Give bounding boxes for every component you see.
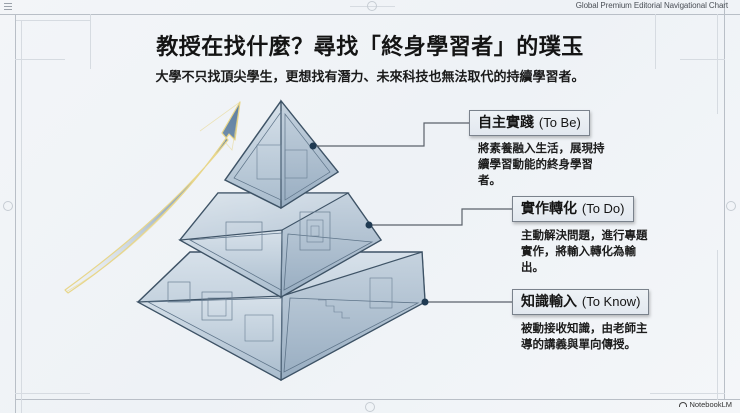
connector-middle: [369, 208, 512, 226]
level-middle-title-en: (To Do): [581, 201, 625, 216]
vertical-tick-right: [655, 14, 656, 69]
page-subtitle: 大學不只找頂尖學生，更想找有潛力、未來科技也無法取代的持續學習者。: [155, 70, 585, 85]
left-inner-guide: [21, 20, 22, 413]
page-title: 教授在找什麼？尋找「終身學習者」的璞玉: [156, 35, 584, 60]
connector-dot-bottom: [421, 298, 429, 306]
level-bottom-title-zh: 知識輸入: [521, 294, 577, 310]
level-bottom-title-en: (To Know): [581, 294, 641, 309]
connector-dot-top: [309, 142, 317, 150]
connector-top: [313, 122, 469, 147]
left-mid-crosshair: [3, 201, 13, 211]
level-top-label: 自主實踐 (To Be): [469, 110, 590, 136]
right-inner-guide-lower: [717, 250, 718, 400]
top-frame-line: [0, 14, 740, 15]
horizontal-guide-left: [15, 59, 65, 60]
pyramid-tier-top: [223, 99, 340, 210]
hamburger-menu-icon[interactable]: [4, 3, 12, 11]
pyramid-tier-bottom: [135, 251, 426, 382]
top-inner-guide: [16, 20, 91, 21]
level-middle-title-zh: 實作轉化: [521, 201, 577, 217]
upward-growth-arrow-icon: [64, 101, 241, 294]
vertical-tick-left: [90, 14, 91, 69]
bottom-inner-guide-left: [15, 393, 90, 394]
level-top-title-zh: 自主實踐: [478, 115, 534, 131]
brand-label: NotebookLM: [689, 400, 732, 409]
bottom-center-crosshair: [365, 402, 375, 412]
pyramid-tier-middle: [178, 192, 383, 299]
bottom-inner-guide-right: [650, 393, 725, 394]
brand-watermark: NotebookLM: [679, 400, 732, 409]
header-caption: Global Premium Editorial Navigational Ch…: [575, 1, 728, 10]
level-middle-description: 主動解決問題，進行專題實作，將輸入轉化為輸出。: [521, 228, 648, 274]
level-bottom-label: 知識輸入 (To Know): [512, 289, 650, 315]
level-top-title-en: (To Be): [538, 115, 581, 130]
right-frame-line: [724, 0, 725, 400]
left-frame-line: [15, 14, 16, 413]
horizontal-guide-right: [680, 59, 725, 60]
level-middle-label: 實作轉化 (To Do): [512, 196, 634, 222]
notebooklm-logo-icon: [679, 402, 688, 407]
level-bottom-description: 被動接收知識，由老師主導的講義與單向傳授。: [521, 321, 648, 351]
right-mid-crosshair: [726, 201, 736, 211]
right-inner-guide: [717, 14, 718, 114]
level-top-description: 將素養融入生活，展現持續學習動能的終身學習者。: [478, 141, 605, 187]
connector-dot-middle: [365, 221, 373, 229]
bottom-frame-line: [15, 399, 740, 400]
top-center-crosshair: [367, 1, 377, 11]
